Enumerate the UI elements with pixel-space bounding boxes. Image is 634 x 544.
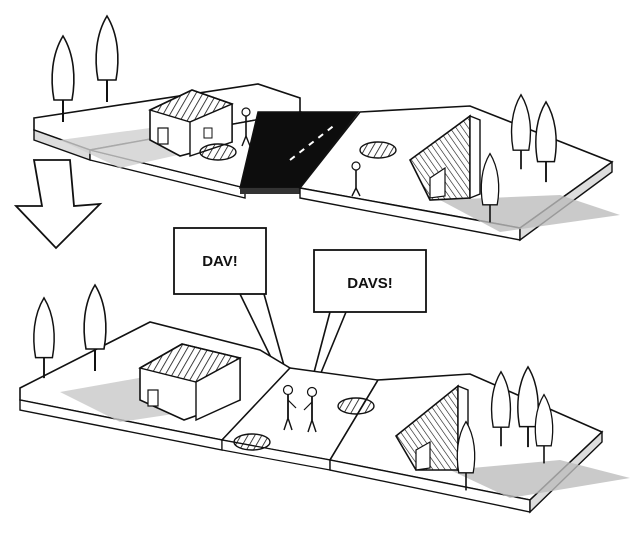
bottom-scene xyxy=(20,285,630,512)
down-arrow-icon xyxy=(16,160,100,248)
tree-icon xyxy=(34,298,54,378)
speech-bubble-right: DAVS! xyxy=(312,250,426,380)
tree-icon xyxy=(96,16,118,102)
speech-bubble-left-text: DAV! xyxy=(202,253,238,270)
bottom-manhole-left xyxy=(234,434,270,450)
top-scene xyxy=(34,16,620,240)
top-manhole-right xyxy=(360,142,396,158)
speech-bubble-right-text: DAVS! xyxy=(347,275,393,292)
tree-icon xyxy=(52,36,74,122)
top-manhole-left xyxy=(200,144,236,160)
bottom-right-plot xyxy=(330,374,630,512)
bottom-manhole-right xyxy=(338,398,374,414)
